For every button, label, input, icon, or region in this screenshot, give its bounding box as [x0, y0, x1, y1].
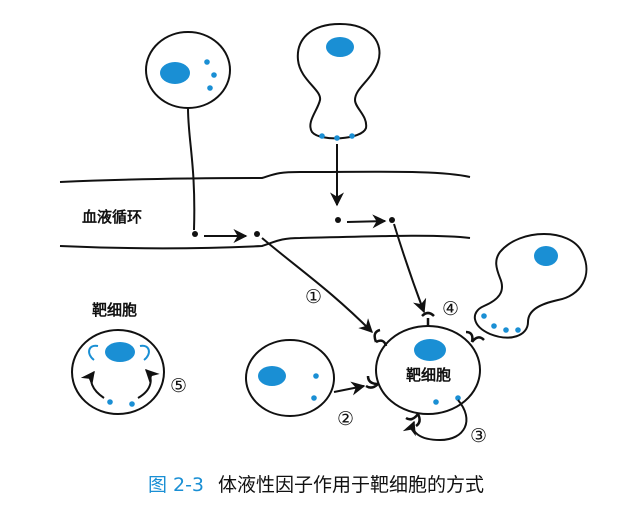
hormone-particle: [254, 231, 260, 237]
caption-text: 体液性因子作用于靶细胞的方式: [218, 474, 485, 496]
target-cell-left: [71, 329, 165, 415]
granule: [319, 133, 325, 139]
nucleus: [414, 339, 446, 361]
receptor: [365, 375, 379, 389]
nucleus: [326, 37, 354, 57]
granule: [334, 135, 340, 141]
target-cell-left-label: 靶细胞: [92, 301, 137, 319]
pathway-2-label: ②: [337, 408, 354, 430]
granule: [107, 399, 113, 405]
nucleus: [534, 246, 558, 266]
pathway-2-arrow: [333, 381, 366, 396]
pathway-1-label: ①: [305, 286, 322, 308]
granule: [515, 327, 521, 333]
granule: [211, 72, 217, 78]
target-cell-center-label: 靶细胞: [406, 366, 451, 384]
granule: [503, 327, 509, 333]
granule: [129, 401, 135, 407]
pathway-1-arrow: [261, 237, 373, 333]
pathway-3-label: ③: [470, 425, 487, 447]
granule: [455, 395, 461, 401]
blood-vessel: [59, 170, 471, 250]
hormone-particle: [389, 217, 395, 223]
granule: [207, 85, 213, 91]
paracrine-cell: [245, 339, 335, 417]
intracrine-arrow: [80, 370, 105, 399]
receptor: [421, 311, 435, 326]
pathway-5-label: ⑤: [170, 375, 187, 397]
granule: [204, 59, 210, 65]
nucleus: [160, 62, 190, 84]
granule: [349, 133, 355, 139]
receptor: [139, 344, 150, 361]
axon-endocrine: [187, 107, 196, 231]
figure-caption: 图 2-3 体液性因子作用于靶细胞的方式: [0, 470, 632, 497]
endocrine-cell: [145, 31, 231, 109]
pathway-3-arrow: [402, 399, 468, 442]
granule: [433, 399, 439, 405]
blood-circulation-label: 血液循环: [82, 208, 142, 226]
nucleus: [258, 366, 286, 386]
receptor: [405, 413, 421, 428]
pathway-4-arrow: [393, 223, 427, 314]
neurosecretory-cell-right: [474, 233, 588, 339]
granule: [313, 373, 319, 379]
flow-arrow: [346, 214, 387, 229]
receptor: [373, 328, 388, 347]
pathway-4-label: ④: [442, 298, 459, 320]
receptor: [465, 330, 485, 343]
neurosecretory-cell: [296, 22, 381, 141]
granule: [311, 395, 317, 401]
granule: [491, 323, 497, 329]
hormone-particle: [192, 231, 198, 237]
nucleus: [105, 342, 135, 362]
figure-number: 图 2-3: [147, 474, 205, 496]
hormone-particle: [335, 217, 341, 223]
granule: [481, 313, 487, 319]
intracrine-arrow: [137, 369, 160, 399]
target-cell-center: [365, 311, 485, 428]
receptor: [88, 344, 99, 361]
